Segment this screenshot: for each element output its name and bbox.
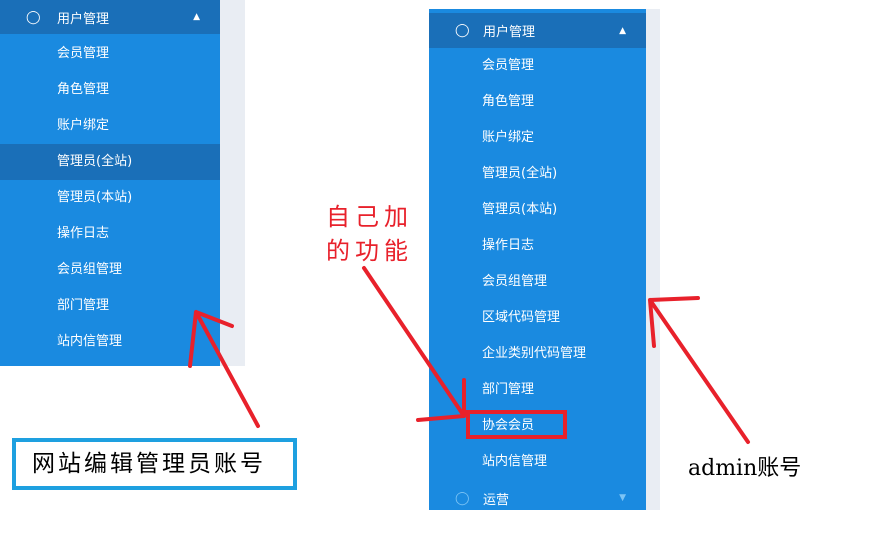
user-icon: ◯ [26, 9, 41, 25]
menu-item[interactable]: 账户绑定 [57, 118, 110, 133]
menu-header-operations[interactable]: ◯ 运营 ▼ [429, 480, 646, 510]
menu-item[interactable]: 会员组管理 [57, 262, 123, 277]
menu-item-association-members[interactable]: 协会会员 [482, 418, 535, 433]
menu-item[interactable]: 管理员(全站) [482, 166, 558, 181]
custom-feature-note: 自己加 的功能 [326, 200, 413, 268]
left-sidebar: ◯ 用户管理 ▲ 会员管理 角色管理 账户绑定 管理员(全站) 管理员(本站) … [0, 0, 220, 366]
menu-header-label: 运营 [483, 492, 510, 508]
menu-item[interactable]: 会员管理 [57, 46, 110, 61]
content-gutter [220, 0, 245, 366]
caret-up-icon: ▲ [193, 12, 200, 22]
menu-item[interactable]: 操作日志 [482, 238, 535, 253]
admin-account-label: admin账号 [688, 456, 802, 481]
red-arrow [362, 266, 466, 422]
menu-item[interactable]: 站内信管理 [482, 454, 548, 469]
menu-item[interactable]: 区域代码管理 [482, 310, 561, 325]
menu-item[interactable]: 站内信管理 [57, 334, 123, 349]
menu-item[interactable]: 账户绑定 [482, 130, 535, 145]
menu-item[interactable]: 角色管理 [482, 94, 535, 109]
menu-item[interactable]: 会员管理 [482, 58, 535, 73]
menu-item[interactable]: 部门管理 [482, 382, 535, 397]
menu-item[interactable]: 角色管理 [57, 82, 110, 97]
highlight-box [466, 410, 567, 439]
red-arrow [648, 296, 750, 444]
menu-header-label: 用户管理 [483, 25, 536, 40]
caret-down-icon: ▼ [619, 493, 626, 503]
red-arrow [188, 310, 260, 428]
cycle-icon: ◯ [455, 490, 470, 506]
menu-item[interactable]: 管理员(本站) [57, 190, 133, 205]
menu-item[interactable]: 管理员(本站) [482, 202, 558, 217]
menu-header-user-management[interactable]: ◯ 用户管理 ▲ [429, 13, 646, 48]
menu-item[interactable]: 企业类别代码管理 [482, 346, 587, 361]
left-account-label: 网站编辑管理员账号 [12, 438, 297, 490]
menu-header-user-management[interactable]: ◯ 用户管理 ▲ [0, 0, 220, 34]
caret-up-icon: ▲ [619, 25, 626, 36]
note-line: 的功能 [326, 237, 413, 265]
menu-item[interactable]: 操作日志 [57, 226, 110, 241]
right-sidebar: ◯ 用户管理 ▲ 会员管理 角色管理 账户绑定 管理员(全站) 管理员(本站) … [429, 9, 646, 510]
menu-item[interactable]: 会员组管理 [482, 274, 548, 289]
menu-header-label: 用户管理 [57, 11, 110, 27]
user-icon: ◯ [455, 23, 470, 38]
menu-item[interactable]: 部门管理 [57, 298, 110, 313]
content-gutter [646, 9, 660, 510]
menu-item-selected[interactable]: 管理员(全站) [0, 144, 220, 180]
note-line: 自己加 [326, 203, 413, 231]
